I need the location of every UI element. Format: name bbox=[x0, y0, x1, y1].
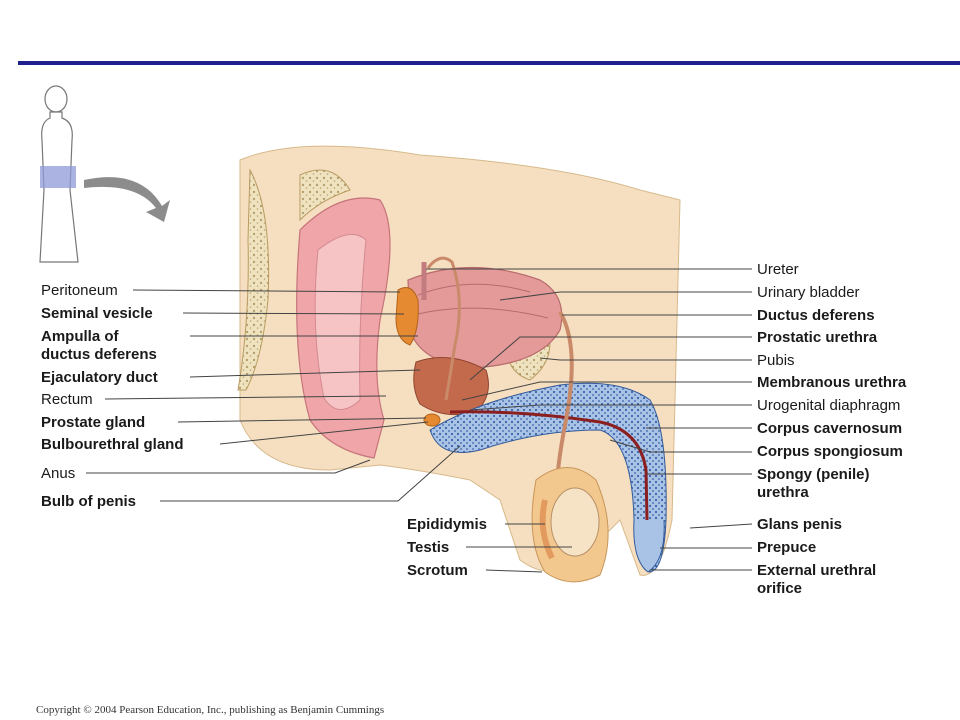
pelvic-region-highlight bbox=[40, 166, 76, 188]
label-urogenital-diaphragm: Urogenital diaphragm bbox=[757, 397, 901, 414]
corpus-spongiosum-shape bbox=[429, 382, 667, 573]
bottom-leader-lines bbox=[466, 523, 572, 573]
label-urinary-bladder: Urinary bladder bbox=[757, 284, 860, 301]
label-spongy-urethra-line2: urethra bbox=[757, 484, 809, 501]
zoom-arrow-icon bbox=[84, 177, 170, 222]
label-prostatic-urethra: Prostatic urethra bbox=[757, 329, 878, 346]
label-corpus-cavernosum: Corpus cavernosum bbox=[757, 420, 903, 437]
testis-shape bbox=[550, 487, 600, 557]
label-ampulla-line2: ductus deferens bbox=[41, 346, 157, 363]
label-ejaculatory-duct: Ejaculatory duct bbox=[41, 369, 158, 386]
left-leader-lines bbox=[86, 289, 461, 502]
label-ductus-deferens: Ductus deferens bbox=[757, 307, 875, 324]
label-membranous-urethra: Membranous urethra bbox=[757, 374, 907, 391]
label-rectum: Rectum bbox=[41, 391, 93, 408]
label-bulb-of-penis: Bulb of penis bbox=[41, 493, 136, 510]
label-pubis: Pubis bbox=[757, 352, 795, 369]
label-prostate-gland: Prostate gland bbox=[41, 414, 146, 431]
label-peritoneum: Peritoneum bbox=[41, 282, 118, 299]
label-anus: Anus bbox=[41, 465, 76, 482]
label-external-urethral-line1: External urethral bbox=[757, 562, 877, 579]
seminal-vesicle-shape bbox=[395, 287, 419, 346]
label-corpus-spongiosum: Corpus spongiosum bbox=[757, 443, 903, 460]
label-glans-penis: Glans penis bbox=[757, 516, 843, 533]
label-ureter: Ureter bbox=[757, 261, 799, 278]
label-bulbourethral-gland: Bulbourethral gland bbox=[41, 436, 184, 453]
label-ampulla-line1: Ampulla of bbox=[41, 328, 119, 345]
right-leader-lines bbox=[426, 268, 753, 571]
label-scrotum: Scrotum bbox=[407, 562, 468, 579]
top-rule bbox=[18, 61, 960, 65]
label-external-urethral-line2: orifice bbox=[757, 580, 803, 597]
label-prepuce: Prepuce bbox=[757, 539, 817, 556]
label-testis: Testis bbox=[407, 539, 450, 556]
label-spongy-urethra-line1: Spongy (penile) bbox=[757, 466, 870, 483]
label-seminal-vesicle: Seminal vesicle bbox=[41, 305, 153, 322]
copyright-notice: Copyright © 2004 Pearson Education, Inc.… bbox=[36, 704, 385, 716]
label-epididymis: Epididymis bbox=[407, 516, 488, 533]
